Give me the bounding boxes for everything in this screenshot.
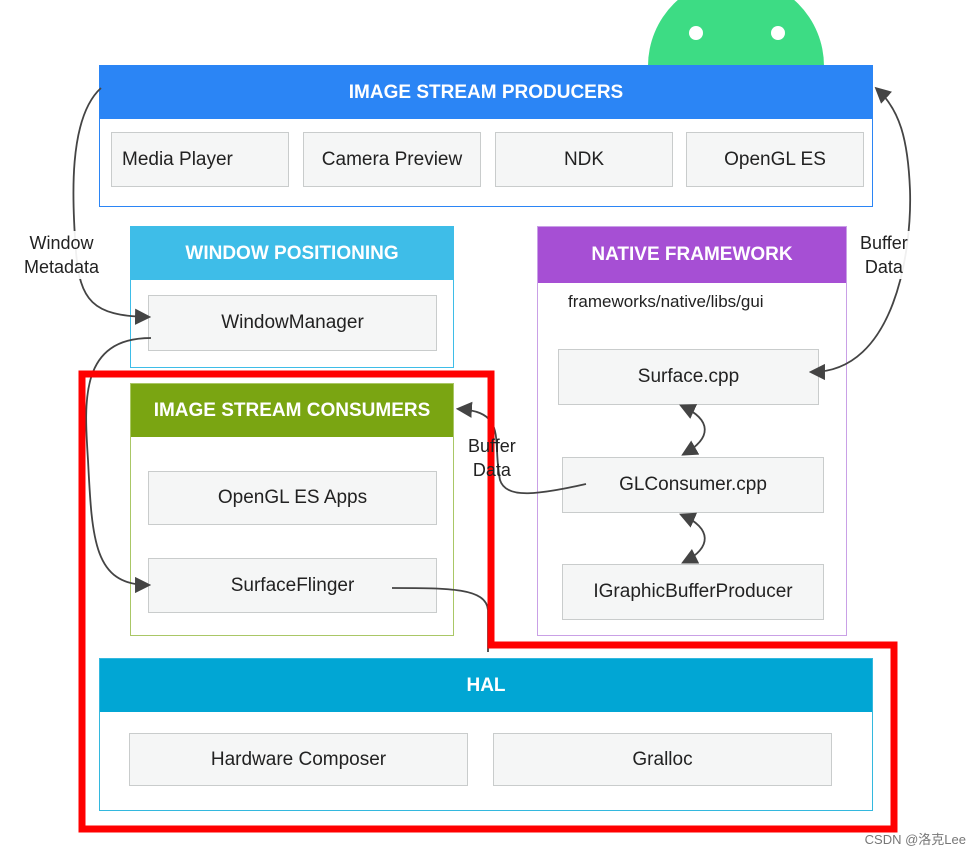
buffer-data-middle-label: Buffer Data xyxy=(468,436,516,480)
producers-header: IMAGE STREAM PRODUCERS xyxy=(100,66,872,119)
hal-header: HAL xyxy=(100,659,872,712)
window-metadata-label: Window Metadata xyxy=(20,231,104,279)
hal-section: HAL Hardware Composer Gralloc xyxy=(99,658,873,811)
window-positioning-header: WINDOW POSITIONING xyxy=(131,227,453,280)
window-positioning-section: WINDOW POSITIONING WindowManager xyxy=(130,226,454,368)
consumers-header: IMAGE STREAM CONSUMERS xyxy=(131,384,453,437)
native-framework-header: NATIVE FRAMEWORK xyxy=(538,227,846,283)
consumers-section: IMAGE STREAM CONSUMERS OpenGL ES Apps Su… xyxy=(130,383,454,636)
consumers-title: IMAGE STREAM CONSUMERS xyxy=(153,399,431,421)
glconsumer-cpp-box: GLConsumer.cpp xyxy=(562,457,824,513)
hal-title: HAL xyxy=(466,674,506,696)
ndk-box: NDK xyxy=(495,132,673,187)
igraphicbufferproducer-box: IGraphicBufferProducer xyxy=(562,564,824,620)
gralloc-box: Gralloc xyxy=(493,733,832,786)
buffer-data-right-label: Buffer Data xyxy=(856,231,912,279)
window-positioning-title: WINDOW POSITIONING xyxy=(185,242,399,264)
camera-preview-box: Camera Preview xyxy=(303,132,481,187)
producers-title: IMAGE STREAM PRODUCERS xyxy=(348,81,624,103)
native-framework-title: NATIVE FRAMEWORK xyxy=(591,244,793,265)
opengl-es-box: OpenGL ES xyxy=(686,132,864,187)
surface-cpp-box: Surface.cpp xyxy=(558,349,819,405)
surfaceflinger-box: SurfaceFlinger xyxy=(148,558,437,613)
windowmanager-box: WindowManager xyxy=(148,295,437,351)
media-player-box: Media Player xyxy=(111,132,289,187)
hardware-composer-box: Hardware Composer xyxy=(129,733,468,786)
opengl-es-apps-box: OpenGL ES Apps xyxy=(148,471,437,525)
producers-section: IMAGE STREAM PRODUCERS Media Player Came… xyxy=(99,65,873,207)
native-framework-path: frameworks/native/libs/gui xyxy=(568,292,764,311)
csdn-watermark: CSDN @洛克Lee xyxy=(864,832,966,847)
native-framework-section: NATIVE FRAMEWORK frameworks/native/libs/… xyxy=(537,226,847,636)
